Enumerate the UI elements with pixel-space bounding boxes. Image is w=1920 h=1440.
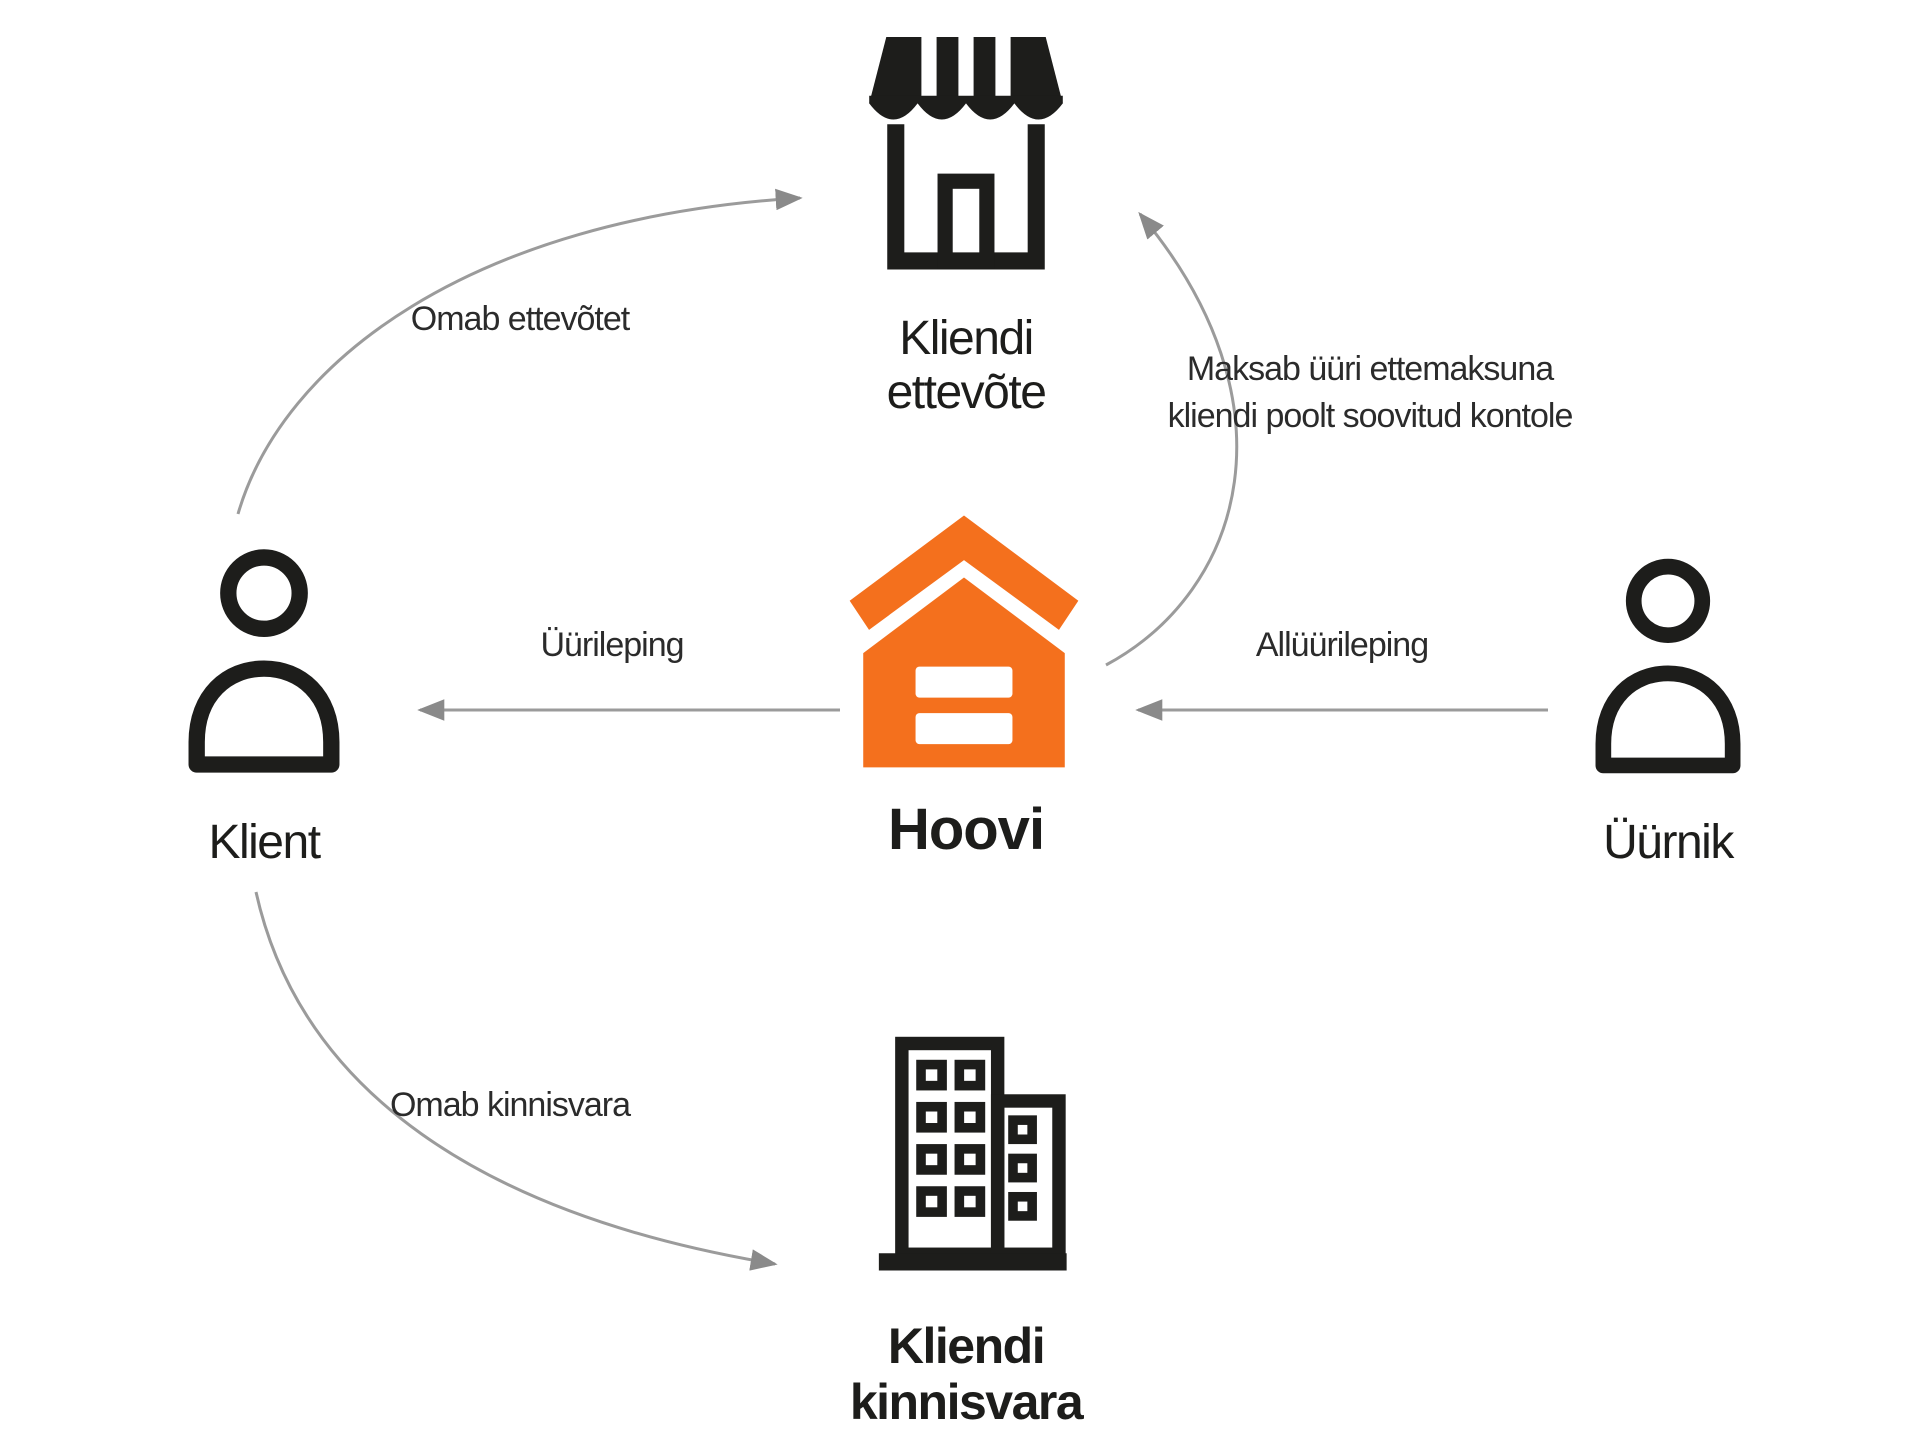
client-property-label-line1: Kliendi (887, 1318, 1046, 1374)
edge-pays-rent-arrow (1105, 211, 1239, 667)
edge-owns-property-arrow (254, 891, 778, 1271)
storefront-icon (852, 18, 1080, 278)
sublease-label-text: Allüürileping (1255, 626, 1429, 664)
client-property-label-line2: kinnisvara (849, 1374, 1084, 1430)
building-icon (852, 1032, 1082, 1283)
node-label-client: Klient (114, 816, 414, 870)
node-label-tenant: Üürnik (1518, 816, 1818, 870)
edge-label-owns-property: Omab kinnisvara (320, 1082, 700, 1129)
edge-label-owns-company: Omab ettevõtet (330, 296, 710, 343)
tenant-label-text: Üürnik (1603, 816, 1734, 869)
client-company-label-line1: Kliendi (899, 312, 1034, 365)
hoovi-label-text: Hoovi (887, 797, 1045, 862)
person-icon (1570, 548, 1766, 787)
house-icon (838, 500, 1090, 781)
pays-rent-label-line2: kliendi poolt soovitud kontole (1167, 396, 1574, 435)
client-company-label-line2: ettevõte (886, 365, 1047, 419)
person-icon (162, 538, 366, 787)
lease-label-text: Üürileping (540, 626, 684, 664)
node-label-hoovi: Hoovi (816, 797, 1116, 863)
edge-label-lease: Üürileping (472, 622, 752, 669)
node-label-client-property: Kliendi kinnisvara (806, 1318, 1126, 1430)
client-label-text: Klient (208, 816, 321, 869)
node-label-client-company: Kliendi ettevõte (806, 312, 1126, 420)
pays-rent-label-line1: Maksab üüri ettemaksuna (1186, 350, 1554, 388)
owns-property-label-text: Omab kinnisvara (389, 1086, 631, 1124)
edge-label-pays-rent: Maksab üüri ettemaksuna kliendi poolt so… (1120, 346, 1620, 440)
owns-company-label-text: Omab ettevõtet (410, 300, 630, 338)
edge-label-sublease: Allüürileping (1202, 622, 1482, 669)
edge-owns-company-arrow (236, 188, 803, 515)
